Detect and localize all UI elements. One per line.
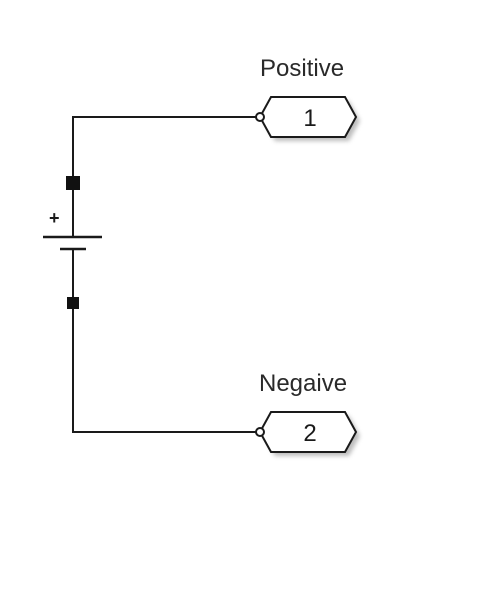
port-1-label: Positive <box>260 55 344 82</box>
port-2-label: Negaive <box>259 370 347 397</box>
port-2-block[interactable]: 2 <box>255 411 360 456</box>
port-2-connector[interactable] <box>255 427 265 437</box>
battery-negative-connector[interactable] <box>67 297 79 309</box>
battery-plus-sign: + <box>49 208 60 228</box>
top-wire <box>72 116 258 183</box>
port-1-number: 1 <box>303 105 316 132</box>
port-1-connector[interactable] <box>255 112 265 122</box>
battery-symbol: + <box>43 208 102 251</box>
bottom-wire <box>72 303 258 433</box>
port-1-block[interactable]: 1 <box>255 96 360 141</box>
battery-positive-connector[interactable] <box>66 176 80 190</box>
port-2-number: 2 <box>303 420 316 447</box>
